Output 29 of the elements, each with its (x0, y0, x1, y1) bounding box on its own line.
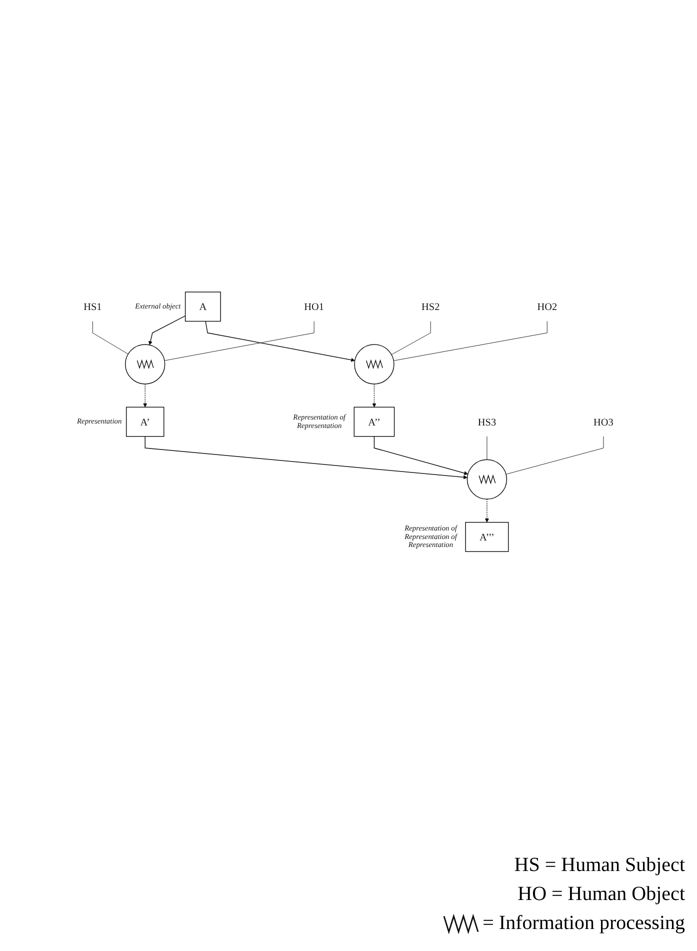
connector (391, 321, 431, 355)
connector (92, 321, 128, 354)
object-box: A’ (126, 406, 164, 437)
object-box: A (184, 292, 221, 322)
arrow (372, 384, 376, 408)
connector (393, 321, 548, 361)
arrow (374, 436, 468, 476)
callout-label: HS1 (84, 300, 102, 312)
arrow (143, 384, 148, 408)
callout-label: HS2 (422, 300, 440, 312)
object-box: A’’’ (465, 522, 509, 552)
connector (164, 321, 314, 361)
circle-node (466, 459, 508, 500)
arrow (205, 320, 356, 362)
callout-label: HS3 (478, 416, 496, 428)
arrow (144, 436, 468, 480)
callout-label: HO1 (304, 300, 324, 312)
object-box: A’’ (354, 406, 395, 437)
legend-note: HS = Human Subject (513, 854, 685, 877)
connector (486, 436, 488, 460)
connector (506, 436, 604, 474)
circle-node (354, 344, 394, 384)
circle-node (125, 344, 166, 384)
legend-text: = Information processing (482, 912, 685, 934)
callout-label: HO2 (537, 300, 558, 312)
arrow (484, 498, 489, 522)
callout-label: HO3 (594, 416, 614, 428)
legend-note: HO = Human Object (516, 882, 685, 906)
arrow (148, 315, 186, 346)
